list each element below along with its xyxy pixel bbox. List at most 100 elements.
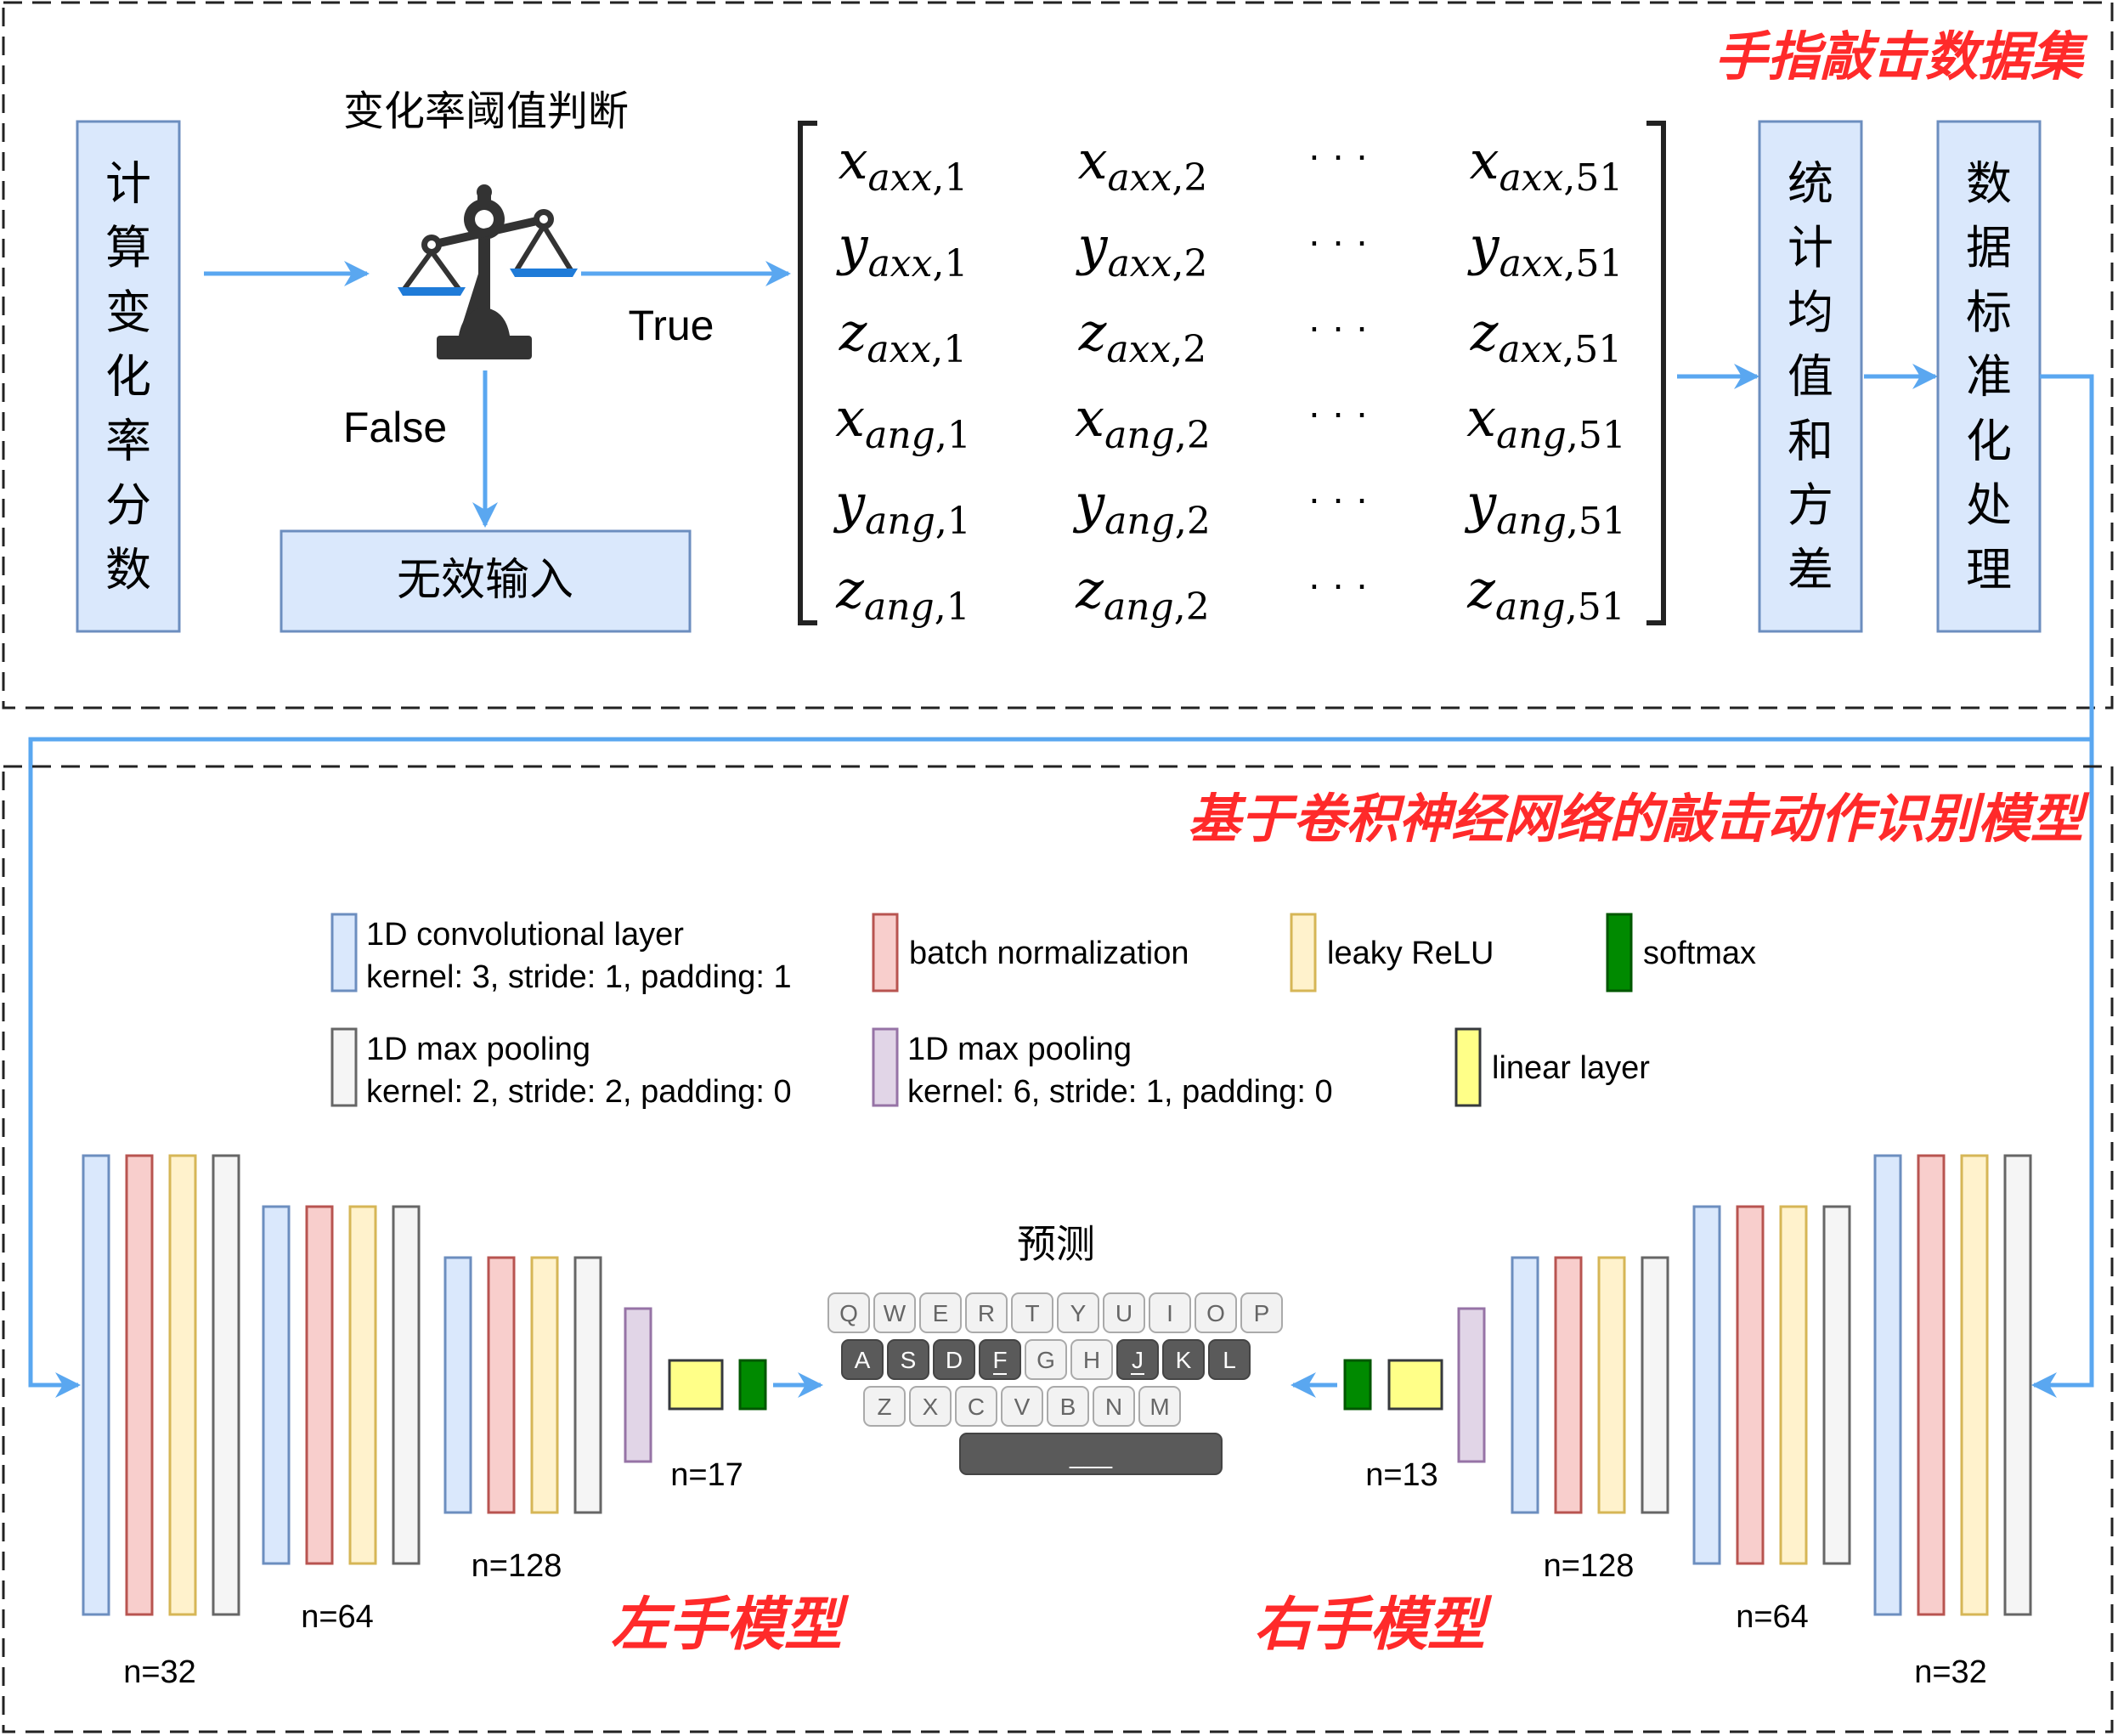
layer-conv: [1692, 1205, 1721, 1565]
layer-conv: [82, 1154, 110, 1616]
legend-detail-maxpool2: kernel: 2, stride: 2, padding: 0: [366, 1074, 792, 1110]
legend-swatch-softmax: [1606, 913, 1633, 992]
vertical-char: 理: [1966, 543, 2012, 597]
layer-linear: [1387, 1359, 1443, 1411]
invalid-input-label: 无效输入: [397, 555, 573, 606]
vertical-char: 化: [105, 350, 151, 404]
layer-conv: [262, 1205, 291, 1565]
key-label: A: [855, 1347, 871, 1373]
connector-to-right-model: [2031, 739, 2094, 1398]
matrix-cell: yang,51: [1464, 472, 1626, 543]
vertical-char: 和: [1788, 414, 1833, 467]
left-model-label: 左手模型: [611, 1592, 850, 1659]
key-z: [863, 1386, 906, 1427]
key-g: [1025, 1339, 1067, 1380]
key-q: [827, 1292, 870, 1333]
layer-maxpool2: [2003, 1154, 2032, 1616]
key-label: B: [1060, 1394, 1076, 1420]
matrix-ellipsis: · · ·: [1308, 390, 1369, 434]
layer-leaky: [348, 1205, 377, 1565]
stats-box[interactable]: [1758, 120, 1863, 633]
dataset-section-border: [2, 1, 2114, 710]
key-x: [909, 1386, 952, 1427]
matrix-cell: yaxx,1: [836, 215, 969, 286]
vertical-char: 计: [105, 157, 151, 211]
matrix-cell: yang,1: [833, 472, 971, 543]
matrix-cell: yaxx,2: [1076, 215, 1208, 286]
key-label: V: [1014, 1394, 1031, 1420]
layer-conv: [1873, 1154, 1902, 1616]
key-label: U: [1115, 1300, 1132, 1326]
vertical-char: 统: [1788, 157, 1833, 211]
key-r: [965, 1292, 1008, 1333]
matrix-cell: zang,51: [1466, 558, 1624, 629]
matrix-cell: zang,1: [835, 558, 969, 629]
matrix-cell: xang,1: [835, 387, 971, 457]
key-label: F: [992, 1347, 1007, 1373]
key-o: [1195, 1292, 1237, 1333]
layer-conv: [1511, 1256, 1539, 1514]
legend-label-leaky: leaky ReLU: [1327, 936, 1494, 971]
layer-maxpool2: [212, 1154, 240, 1616]
vertical-char: 变: [105, 286, 151, 339]
vertical-char: 数: [1966, 157, 2012, 211]
layer-count-label: n=64: [301, 1599, 374, 1635]
layer-maxpool2: [573, 1256, 602, 1514]
vertical-char: 值: [1788, 350, 1833, 404]
matrix-ellipsis: · · ·: [1308, 476, 1369, 520]
vertical-char: 计: [1788, 221, 1833, 274]
key-a: [841, 1339, 884, 1380]
key-label: E: [933, 1300, 949, 1326]
true-label: True: [629, 302, 714, 349]
key-label: K: [1176, 1347, 1192, 1373]
matrix-cell: yaxx,51: [1467, 215, 1624, 286]
key-label: G: [1036, 1347, 1055, 1373]
key-s: [887, 1339, 929, 1380]
compute-score-box[interactable]: [76, 120, 181, 633]
layer-count-label: n=32: [123, 1654, 196, 1690]
matrix-ellipsis: · · ·: [1308, 304, 1369, 348]
invalid-input-box[interactable]: [280, 529, 692, 633]
legend-swatch-maxpool2: [330, 1027, 358, 1107]
layer-leaky: [1960, 1154, 1989, 1616]
key-u: [1103, 1292, 1145, 1333]
layer-maxpool2: [392, 1205, 421, 1565]
key-label: H: [1083, 1347, 1100, 1373]
key-j: [1116, 1339, 1159, 1380]
legend-swatch-maxpool6: [872, 1027, 899, 1107]
normalize-box[interactable]: [1936, 120, 2042, 633]
vertical-char: 数: [105, 543, 151, 597]
layer-leaky: [168, 1154, 197, 1616]
dataset-section-title: 手指敲击数据集: [1714, 25, 2088, 88]
matrix-cell: xang,51: [1466, 387, 1626, 457]
layer-bn: [305, 1205, 334, 1565]
matrix-cell: yang,2: [1072, 472, 1211, 543]
key-d: [933, 1339, 975, 1380]
layer-leaky: [1779, 1205, 1808, 1565]
legend-label-softmax: softmax: [1643, 936, 1756, 971]
key-label: N: [1105, 1394, 1122, 1420]
key-label: T: [1025, 1300, 1039, 1326]
layer-count-label: n=128: [472, 1548, 562, 1584]
key-space-label: ___: [1069, 1441, 1113, 1469]
key-n: [1093, 1386, 1135, 1427]
vertical-char: 均: [1788, 286, 1833, 339]
key-k: [1162, 1339, 1205, 1380]
key-c: [955, 1386, 997, 1427]
vertical-char: 处: [1966, 478, 2012, 532]
key-label: W: [884, 1300, 907, 1326]
matrix-cell: xaxx,2: [1078, 129, 1208, 200]
matrix-cell: xang,2: [1075, 387, 1211, 457]
legend-swatch-conv: [330, 913, 358, 992]
layer-leaky: [530, 1256, 559, 1514]
balance-scale-icon: [398, 184, 578, 359]
key-i: [1149, 1292, 1191, 1333]
key-label: Z: [877, 1394, 891, 1420]
key-v: [1001, 1386, 1043, 1427]
key-p: [1240, 1292, 1283, 1333]
